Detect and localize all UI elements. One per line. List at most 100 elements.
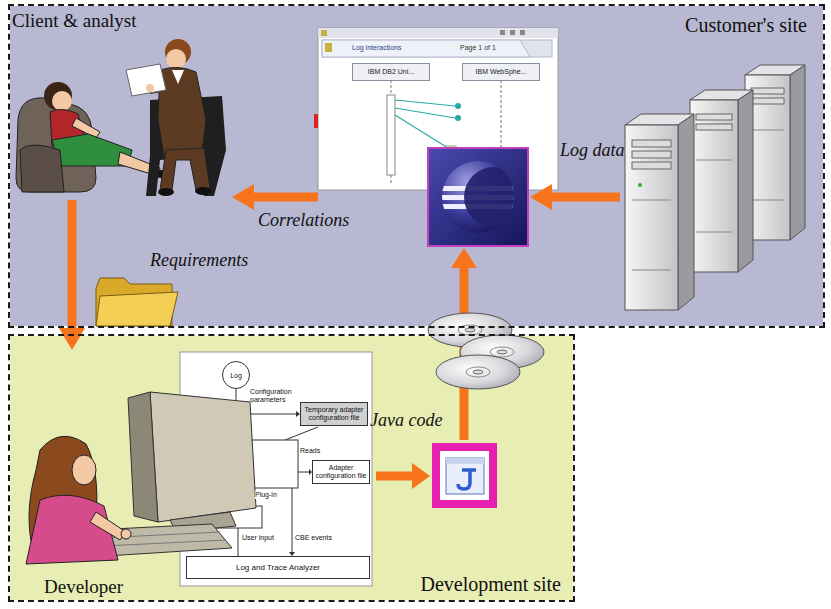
server-towers xyxy=(751,88,784,94)
server-towers xyxy=(751,130,784,131)
server-towers xyxy=(678,114,694,310)
cd-discs xyxy=(490,347,514,357)
client-analyst-figure: Client & analyst xyxy=(10,8,232,200)
cd-discs xyxy=(465,328,475,332)
client-analyst-clipart xyxy=(195,187,211,195)
developer-clipart xyxy=(26,392,256,564)
arrow-head xyxy=(232,184,254,210)
log-viewer-screenshot xyxy=(318,28,558,38)
client-analyst-clipart xyxy=(158,67,206,156)
architecture-sheet xyxy=(298,472,309,473)
server-towers xyxy=(625,65,805,310)
eclipse-icon xyxy=(428,148,528,246)
cd-discs xyxy=(436,355,520,389)
lifeline-box: IBM DB2 Uni... xyxy=(352,63,430,81)
node-label: Customer's site xyxy=(685,14,807,37)
node-label: Client & analyst xyxy=(12,10,137,32)
server-towers xyxy=(638,183,642,187)
developer-clipart xyxy=(128,392,158,522)
server-towers xyxy=(696,114,732,120)
architecture-sheet xyxy=(285,427,318,440)
log-viewer-screenshot xyxy=(322,40,552,57)
arrow-shaft xyxy=(68,200,77,330)
sheet-label: User input xyxy=(242,534,274,542)
sheet-label: Configuration parameters xyxy=(250,388,298,404)
flow-arrow xyxy=(451,248,477,268)
arrow-head xyxy=(59,328,85,350)
log-viewer-screenshot xyxy=(395,115,448,148)
developer-clipart xyxy=(104,540,226,546)
sheet-label: CBE events xyxy=(295,534,332,542)
java-icon xyxy=(458,470,476,489)
server-towers xyxy=(751,200,784,201)
config-file-box: Temporary adapter configuration file xyxy=(300,402,368,426)
node-label: Adapter configuration file xyxy=(313,461,369,483)
server-towers xyxy=(632,162,671,169)
server-towers xyxy=(632,140,671,147)
developer-clipart xyxy=(150,392,256,522)
log-viewer-screenshot xyxy=(322,40,530,57)
flow-arrow xyxy=(376,184,620,489)
client-analyst-clipart xyxy=(146,84,154,92)
client-analyst-clipart xyxy=(44,82,72,110)
log-viewer-screenshot xyxy=(314,114,318,128)
server-towers xyxy=(751,98,784,104)
arrow-shaft xyxy=(252,193,318,202)
node-label: IBM WebSphe... xyxy=(463,64,539,80)
java-icon xyxy=(446,458,484,494)
client-analyst-clipart xyxy=(172,70,184,84)
server-towers xyxy=(690,100,738,272)
flow-arrow xyxy=(232,184,318,210)
server-towers xyxy=(790,65,805,240)
analyzer-box: Log and Trace Analyzer xyxy=(186,556,370,579)
node-label: Development site xyxy=(420,573,561,596)
server-towers xyxy=(696,160,732,161)
node-label: Log xyxy=(230,372,242,379)
architecture-sheet xyxy=(292,488,293,552)
eclipse-icon xyxy=(440,167,524,227)
client-analyst-clipart xyxy=(20,145,64,192)
log-viewer-screenshot xyxy=(500,30,505,35)
log-circle: Log xyxy=(222,361,250,389)
server-towers xyxy=(632,200,671,201)
cd-discs xyxy=(428,313,544,389)
log-viewer-screenshot xyxy=(455,115,461,121)
developer-clipart xyxy=(121,529,131,539)
developer-figure: Developer xyxy=(12,350,182,600)
java-icon xyxy=(432,443,497,508)
region-fill xyxy=(10,6,823,600)
server-towers xyxy=(632,151,671,158)
client-analyst-clipart xyxy=(160,148,210,190)
log-viewer-screenshot xyxy=(510,30,515,35)
client-analyst-clipart xyxy=(126,64,166,96)
eclipse-icon xyxy=(428,148,528,246)
log-viewer-screenshot xyxy=(395,108,455,118)
log-viewer-screenshot xyxy=(455,103,461,109)
java-icon xyxy=(446,458,484,464)
log-viewer-screenshot xyxy=(387,95,395,175)
cd-discs xyxy=(466,367,490,377)
server-towers xyxy=(696,124,732,130)
flow-label: Java code xyxy=(370,410,442,431)
folder-icon xyxy=(96,278,178,326)
node-label: Developer xyxy=(44,576,123,598)
cd-discs xyxy=(497,350,507,354)
client-analyst-clipart xyxy=(158,188,174,196)
sheet-label: Reads xyxy=(300,447,320,455)
developer-clipart xyxy=(90,512,126,540)
lifeline-box: IBM WebSphe... xyxy=(462,63,540,81)
log-viewer-screenshot xyxy=(395,100,455,106)
java-icon xyxy=(440,451,489,500)
flow-label: Log data xyxy=(560,140,625,161)
architecture-sheet xyxy=(238,528,239,556)
developer-clipart xyxy=(72,455,96,485)
config-file-box: Adapter configuration file xyxy=(312,460,370,484)
edge-label: Requirements xyxy=(150,250,248,271)
region-fill xyxy=(10,336,573,600)
flow-arrow xyxy=(376,472,412,481)
client-analyst-clipart xyxy=(16,39,226,196)
flow-arrow xyxy=(412,463,430,489)
server-towers xyxy=(632,270,671,271)
